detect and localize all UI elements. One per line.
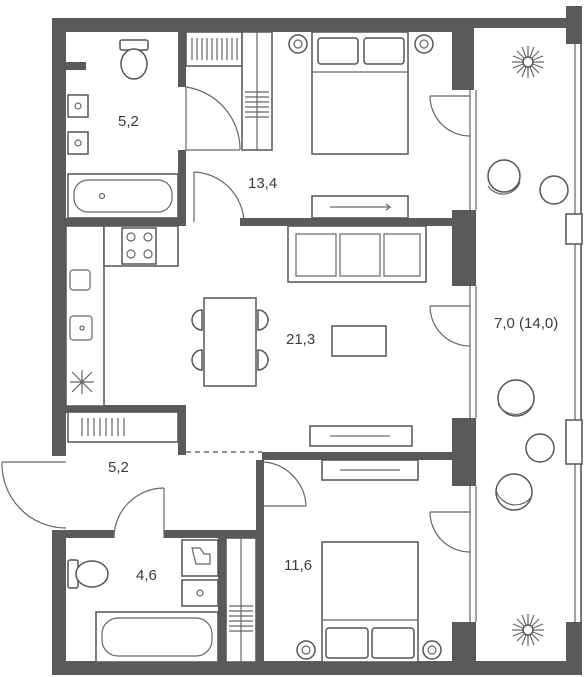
plant-icon	[512, 46, 544, 78]
area-labels: 5,2 13,4 21,3 7,0 (14,0) 5,2 4,6 11,6	[108, 113, 558, 584]
room-area-living-kitchen: 21,3	[286, 331, 315, 348]
living-kitchen	[65, 225, 471, 447]
bedroom-top	[185, 31, 471, 223]
room-area-balcony: 7,0 (14,0)	[494, 315, 558, 332]
room-area-hall: 5,2	[108, 459, 129, 476]
room-area-bedroom-bottom: 11,6	[284, 557, 312, 574]
plant-icon	[512, 614, 544, 646]
interior-walls	[60, 32, 454, 665]
balcony	[487, 46, 569, 646]
room-area-bathroom-bottom: 4,6	[136, 567, 157, 584]
exterior-walls	[52, 6, 583, 675]
bedroom-bottom	[225, 459, 471, 663]
room-area-bedroom-top: 13,4	[248, 175, 277, 192]
hall	[1, 451, 307, 539]
bathroom-top	[67, 39, 241, 219]
room-area-bathroom-top: 5,2	[118, 113, 139, 130]
bathroom-bottom	[67, 539, 219, 663]
